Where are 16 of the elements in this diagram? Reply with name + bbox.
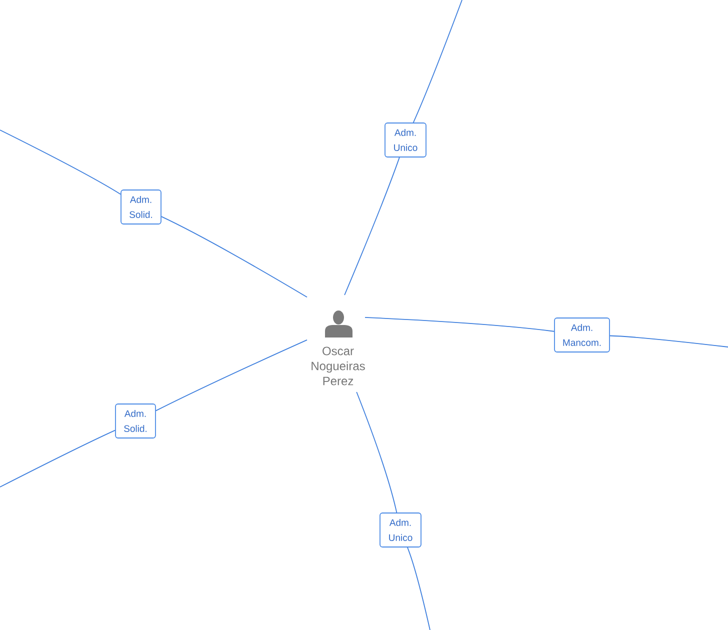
label-box: Adm. Unico bbox=[384, 122, 426, 158]
connector-line bbox=[356, 392, 398, 513]
connector-line bbox=[407, 547, 430, 630]
connector-line bbox=[0, 130, 121, 195]
connector-line bbox=[0, 430, 116, 488]
label-box: Adm. Unico bbox=[380, 512, 422, 548]
label-box: Adm. Mancom. bbox=[554, 318, 610, 352]
connector-line bbox=[161, 216, 308, 298]
label-box: Adm. Solid. bbox=[115, 404, 156, 438]
connector-line bbox=[344, 157, 400, 296]
connector-line bbox=[610, 335, 728, 348]
label-box: Adm. Solid. bbox=[120, 190, 162, 224]
person-name: Oscar Nogueiras Perez bbox=[312, 346, 365, 386]
connector-line bbox=[364, 316, 554, 332]
connector-line bbox=[156, 340, 308, 412]
connector-line bbox=[412, 0, 462, 123]
